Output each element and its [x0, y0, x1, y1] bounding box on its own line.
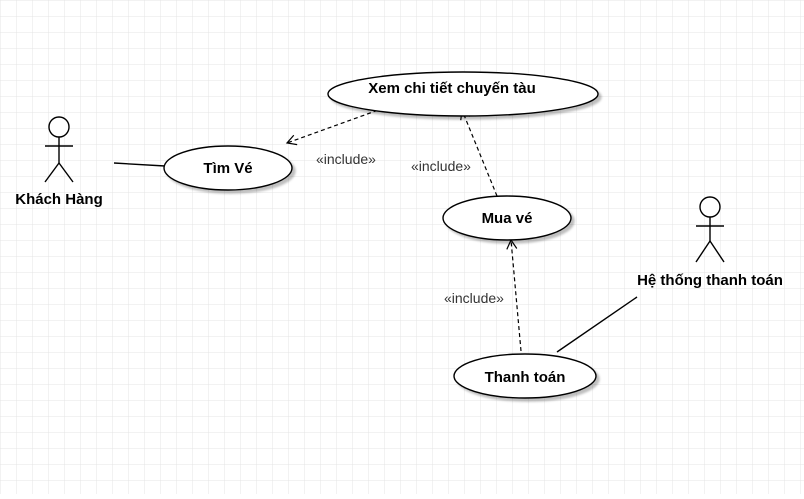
use-case-search[interactable]: Tìm Vé	[163, 145, 293, 191]
use-case-ellipse	[442, 195, 572, 241]
actor-customer[interactable]: Khách Hàng	[15, 116, 103, 208]
use-case-label: Mua vé	[482, 210, 533, 227]
use-case-label: Tìm Vé	[203, 160, 252, 177]
use-case-buy[interactable]: Mua vé	[442, 195, 572, 241]
include-arrow-pay-to-buy	[506, 238, 522, 352]
association-payment-system-pay	[556, 296, 638, 353]
use-case-pay[interactable]: Thanh toán	[453, 353, 597, 399]
actor-payment-system[interactable]: Hệ thống thanh toán	[637, 196, 783, 289]
use-case-ellipse	[163, 145, 293, 191]
association-customer-search	[113, 162, 166, 167]
use-case-label: Thanh toán	[485, 369, 566, 386]
use-case-ellipse	[453, 353, 597, 399]
include-arrow-buy-to-view	[460, 108, 498, 197]
include-label-buy-view: «include»	[411, 158, 471, 174]
include-label-view-search: «include»	[316, 151, 376, 167]
stick-figure-icon	[695, 196, 725, 263]
actor-label: Hệ thống thanh toán	[637, 272, 783, 289]
actor-label: Khách Hàng	[15, 191, 103, 208]
include-arrow-view-to-search	[285, 107, 385, 146]
stick-figure-icon	[44, 116, 74, 183]
use-case-label: Xem chi tiết chuyến tàu	[368, 80, 536, 97]
use-case-view-detail[interactable]: Xem chi tiết chuyến tàu	[327, 71, 599, 117]
include-label-pay-buy: «include»	[444, 290, 504, 306]
use-case-ellipse	[327, 71, 599, 117]
